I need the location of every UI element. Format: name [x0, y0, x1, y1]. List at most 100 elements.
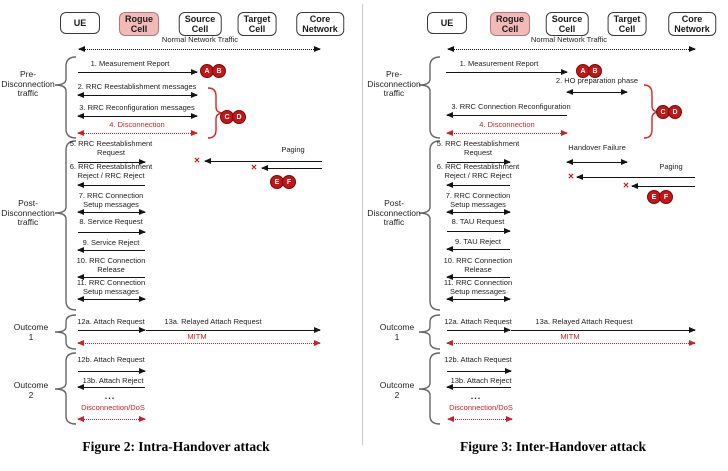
arrowhead-icon — [447, 416, 454, 423]
arrowhead-icon — [504, 327, 511, 334]
arrowhead-icon — [191, 113, 198, 120]
entity-label: Network — [674, 24, 710, 34]
entity-label: Cell — [501, 24, 519, 34]
blocked-x-icon: ✕ — [622, 181, 630, 190]
marker-f: F — [282, 175, 296, 189]
group-label-post-disconnection: Post- Disconnection traffic — [1, 198, 55, 228]
arrowhead-icon — [446, 209, 453, 216]
label-line: Request — [97, 147, 125, 157]
group-line: Pre- — [385, 69, 403, 79]
label-line: 5. RRC Reestablishment — [69, 139, 153, 148]
arrowhead-icon — [139, 416, 146, 423]
group-label-outcome-1: Outcome 1 — [379, 322, 415, 342]
label-line: Release — [97, 264, 125, 274]
label-line: 5. RRC Reestablishment — [436, 139, 520, 148]
figure-intra-handover: UE Rogue Cell Source Cell Target Cell Co… — [0, 0, 363, 471]
arrowhead-icon — [504, 209, 511, 216]
entity-label: Rogue — [125, 14, 153, 24]
arrowhead-icon — [446, 182, 453, 189]
label-ho-preparation: 2. HO preparation phase — [555, 76, 639, 85]
arrow-disconnection — [446, 130, 568, 137]
arrowhead-icon — [631, 183, 638, 190]
label-line: Setup messages — [83, 199, 139, 209]
label-relayed-attach-request: 13a. Relayed Attach Request — [535, 317, 633, 326]
label-line: Setup messages — [450, 199, 506, 209]
arrow-connection-release — [77, 274, 145, 281]
entity-box-rogue-cell: Rogue Cell — [119, 12, 159, 36]
arrowhead-icon — [447, 46, 454, 53]
marker-d: D — [232, 110, 246, 124]
label-mitm: MITM — [187, 332, 207, 341]
arrow-attach-request-a — [78, 327, 146, 334]
label-line: 6. RRC Reestablishment — [436, 162, 520, 171]
arrowhead-icon — [561, 130, 568, 137]
arrow-service-request — [78, 229, 146, 236]
entity-label: Source — [184, 14, 216, 24]
arrow-rrc-reestablishment — [77, 92, 198, 99]
label-rrc-reestablishment: 2. RRC Reestablishment messages — [77, 82, 197, 91]
label-line: Setup messages — [450, 286, 506, 296]
label-line: 7. RRC Connection — [78, 191, 144, 200]
group-line: traffic — [383, 217, 405, 228]
arrowhead-icon — [566, 159, 573, 166]
arrow-paging-target — [631, 183, 695, 190]
arrow-disconnection-dos — [77, 416, 146, 423]
label-mitm: MITM — [560, 332, 580, 341]
group-line: 2 — [28, 389, 34, 400]
arrowhead-icon — [506, 416, 513, 423]
figure-caption: Figure 2: Intra-Handover attack — [82, 439, 270, 454]
arrowhead-icon — [77, 92, 84, 99]
arrow-paging-source — [576, 174, 695, 181]
entity-box-ue: UE — [60, 12, 100, 34]
arrowhead-icon — [689, 340, 696, 347]
group-line: 1 — [394, 331, 400, 342]
group-line: traffic — [17, 217, 39, 228]
arrowhead-icon — [77, 247, 84, 254]
entity-box-source-cell: Source Cell — [545, 12, 589, 36]
arrowhead-icon — [204, 158, 211, 165]
label-attach-reject: 13b. Attach Reject — [450, 376, 512, 385]
group-line: Outcome — [379, 322, 415, 332]
label-connection-setup-2: 11. RRC Connection Setup messages — [444, 278, 512, 296]
arrow-connection-release — [446, 274, 510, 281]
entity-label: Cell — [130, 24, 148, 34]
arrow-connection-setup — [446, 209, 511, 216]
label-paging: Paging — [281, 145, 305, 154]
arrowhead-icon — [446, 246, 453, 253]
label-disconnection: 4. Disconnection — [109, 120, 165, 129]
arrowhead-icon — [77, 340, 84, 347]
arrow-disconnection — [77, 130, 198, 137]
marker-b: B — [212, 64, 226, 78]
label-disconnection-dos: Disconnection/DoS — [449, 403, 513, 412]
entity-label: Cell — [191, 24, 209, 34]
marker-b: B — [588, 64, 602, 78]
arrow-reestablishment-reject — [77, 182, 145, 189]
label-reestablishment-request: 5. RRC Reestablishment Request — [69, 139, 153, 157]
label-attach-reject: 13b. Attach Reject — [82, 376, 144, 385]
arrowhead-icon — [139, 327, 146, 334]
label-attach-request-a: 12a. Attach Request — [77, 317, 145, 326]
arrowhead-icon — [446, 274, 453, 281]
group-line: Disconnection — [1, 207, 55, 218]
group-label-pre-disconnection: Pre- Disconnection traffic — [367, 69, 421, 99]
arrowhead-icon — [621, 159, 628, 166]
group-line: Disconnection — [367, 78, 421, 89]
label-normal-traffic: Normal Network Traffic — [161, 35, 239, 44]
label-normal-traffic: Normal Network Traffic — [530, 35, 608, 44]
label-attach-request-a: 12a. Attach Request — [444, 317, 512, 326]
group-label-outcome-2: Outcome 2 — [14, 380, 49, 400]
arrowhead-icon — [77, 384, 84, 391]
group-line: Disconnection — [367, 207, 421, 218]
label-reestablishment-reject: 6. RRC Reestablishment Reject / RRC Reje… — [436, 162, 520, 180]
ellipsis: ... — [470, 391, 482, 401]
label-connection-setup: 7. RRC Connection Setup messages — [78, 191, 144, 209]
arrowhead-icon — [139, 229, 146, 236]
arrow-relayed-attach-request — [511, 327, 696, 334]
entity-label: Cell — [618, 24, 636, 34]
label-tau-reject: 9. TAU Reject — [455, 237, 501, 246]
entity-box-target-cell: Target Cell — [237, 12, 277, 36]
brace-outcome-1 — [418, 314, 441, 350]
arrowhead-icon — [446, 296, 453, 303]
entity-label: UE — [440, 18, 454, 28]
